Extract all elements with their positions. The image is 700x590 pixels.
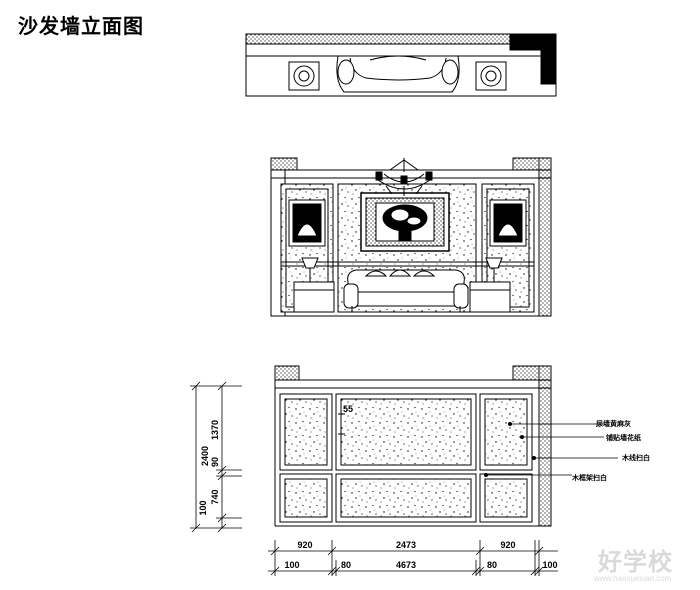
dim-top-right: 920 (500, 540, 515, 550)
plan-sofa (336, 55, 460, 93)
dim-top-center: 2473 (396, 540, 416, 550)
furnished-elevation (270, 157, 552, 317)
dim-vertical-mid: 90 (210, 457, 220, 467)
dim-inner-gap: 55 (343, 404, 353, 414)
annotation-3: 木线扫白 (621, 453, 650, 462)
horizontal-dimensions (268, 540, 558, 576)
dim-bottom-right-gap: 80 (487, 560, 497, 570)
dim-bottom-left: 100 (284, 560, 299, 570)
panel-upper-center (335, 393, 477, 471)
drawing-title: 沙发墙立面图 (18, 14, 144, 38)
dim-top-left: 920 (297, 540, 312, 550)
watermark: 好学校 www.haoxuexiao.com (578, 538, 690, 586)
plan-side-table-right (475, 61, 507, 91)
annotation-leaders (483, 421, 618, 477)
plan-wall-strip (245, 33, 511, 45)
lamp-right (485, 257, 503, 282)
plan-corner-column (509, 33, 557, 85)
panel-lower-right (479, 473, 533, 523)
panel-lower-left (279, 473, 333, 523)
plan-lamp-left (293, 65, 315, 87)
plan-view (245, 33, 557, 97)
annotation-1: 尿墙黄麻灰 (596, 419, 631, 428)
lamp-left (301, 257, 319, 282)
panel-upper-right (479, 393, 533, 471)
plan-side-table-left (288, 61, 320, 91)
dim-vertical-lower: 740 (210, 489, 220, 504)
dim-bottom-total: 4673 (396, 560, 416, 570)
dim-vertical-total: 2400 (200, 446, 210, 466)
panel-lower-center (335, 473, 477, 523)
plan-lamp-right (480, 65, 502, 87)
dim-vertical-upper: 1370 (210, 420, 220, 440)
annotation-2: 铺贴墙花纸 (606, 433, 641, 442)
panel-upper-left (279, 393, 333, 471)
chandelier (375, 158, 433, 196)
vertical-dimensions (190, 381, 242, 533)
column-right (538, 157, 552, 317)
column-right-2 (538, 365, 552, 527)
dimensioned-elevation (274, 365, 552, 527)
watermark-url: www.haoxuexiao.com (594, 574, 672, 583)
side-table-left (293, 281, 335, 313)
dim-vertical-base: 100 (198, 500, 208, 515)
side-table-right (469, 281, 511, 313)
dim-bottom-right: 100 (542, 560, 557, 570)
dim-bottom-left-gap: 80 (341, 560, 351, 570)
watermark-brand: 好学校 (598, 548, 673, 576)
sofa (343, 269, 469, 312)
annotation-4: 木框架扫白 (571, 473, 607, 482)
